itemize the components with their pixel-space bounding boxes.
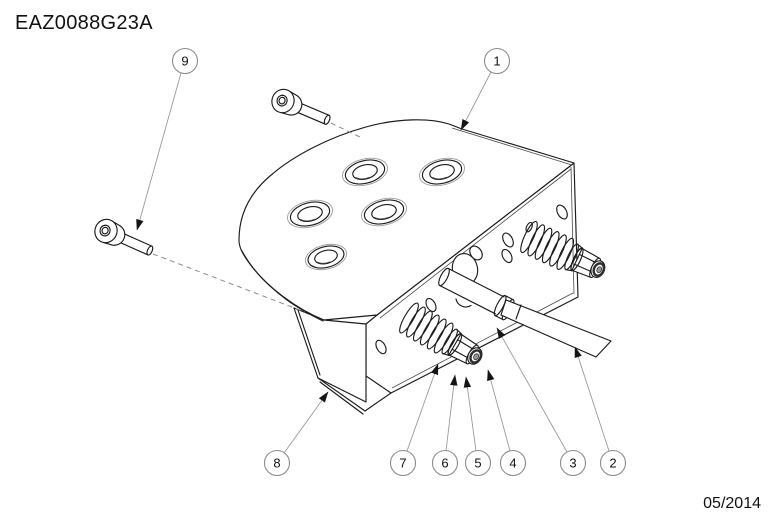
spring-assembly-upper: [520, 220, 606, 279]
counterbore-hole: [419, 157, 465, 187]
callout-label: 3: [569, 456, 576, 471]
flange-web: [293, 307, 367, 403]
face-hole: [375, 204, 568, 355]
screw-top: [271, 88, 331, 125]
callout-3: 3: [496, 327, 587, 477]
callout-label: 2: [609, 456, 616, 471]
boss-lower-lip: [455, 298, 472, 308]
callout-5: 5: [463, 376, 492, 477]
plunger-tip: [590, 260, 606, 278]
callout-label: 9: [181, 54, 188, 69]
callout-label: 4: [509, 456, 516, 471]
callout-6: 6: [431, 374, 459, 477]
counterbore-hole: [287, 199, 333, 229]
revision-date: 05/2014: [703, 495, 761, 512]
callout-1: 1: [460, 47, 511, 131]
callout-8: 8: [263, 391, 329, 477]
plunger-tip: [467, 347, 483, 365]
callout-label: 8: [273, 456, 280, 471]
spring: [399, 302, 454, 354]
callout-9: 9: [136, 47, 199, 231]
bracket-top-plate: [238, 119, 575, 322]
alignment-dashed-line-left: [152, 253, 306, 313]
bottom-flange: [293, 307, 392, 415]
cable-rod: [500, 299, 612, 358]
alignment-dashed-line-top: [330, 122, 363, 139]
callout-2: 2: [574, 346, 627, 477]
callout-4: 4: [487, 369, 527, 477]
callout-label: 6: [441, 456, 448, 471]
counterbore-hole: [342, 157, 388, 187]
callout-7: 7: [389, 363, 439, 477]
part-number: EAZ0088G23A: [15, 12, 153, 34]
callout-label: 5: [474, 456, 481, 471]
callout-label: 7: [399, 456, 406, 471]
counterbore-hole: [304, 243, 348, 271]
spring-assembly-lower: [399, 302, 483, 365]
callout-label: 1: [493, 54, 500, 69]
spring: [520, 220, 575, 271]
counterbore-hole: [361, 197, 407, 227]
screw-left: [94, 218, 154, 256]
